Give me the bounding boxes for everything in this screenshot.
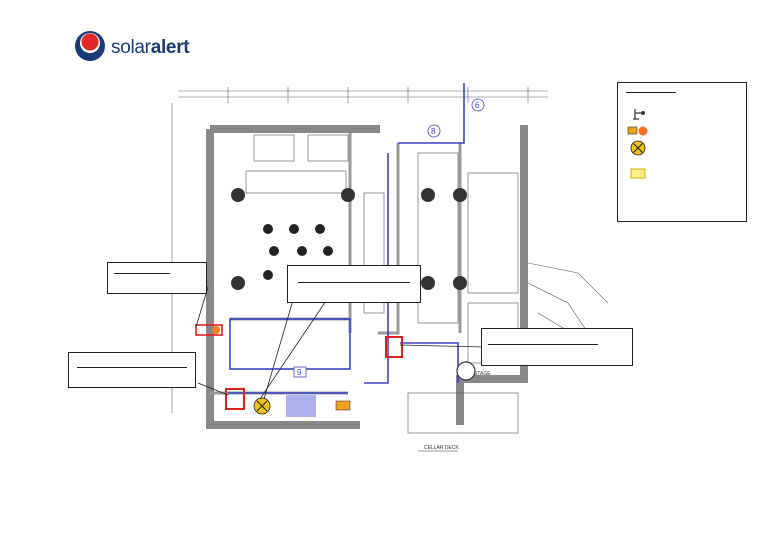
outer-walls (206, 125, 528, 429)
room-number-8: 8 (431, 127, 436, 136)
legend-title-rule (626, 92, 676, 93)
panel-marker (335, 400, 351, 411)
callout-text-line (114, 273, 170, 274)
highlighted-zone (286, 395, 316, 417)
cellar-deck-label: CELLAR DECK (424, 445, 459, 451)
callout-text-line (488, 344, 598, 345)
callout-text-line (77, 367, 187, 368)
logo-mark-icon (75, 31, 105, 61)
callout-right (481, 328, 633, 366)
tank-outline (456, 361, 476, 381)
brand-logo: solaralert (74, 30, 214, 66)
sounder-marker (212, 326, 220, 334)
highlight-box-center (385, 336, 403, 358)
logo-wordmark: solaralert (111, 37, 190, 59)
status-indicator-marker (253, 397, 271, 415)
callout-left-lower (68, 352, 196, 388)
logo-word-bold: alert (150, 37, 190, 58)
detector-icon (633, 109, 645, 120)
status-indicator-icon (630, 140, 646, 156)
panel-icon (630, 168, 646, 179)
logo-word-light: solar (111, 37, 151, 58)
callout-text-line (298, 282, 410, 283)
callout-center (287, 265, 421, 303)
room-number-9: 9 (297, 368, 302, 377)
room-number-6: 6 (475, 101, 480, 110)
legend-panel (617, 82, 747, 222)
stage-label: STAGE (474, 371, 491, 377)
highlight-box-left (195, 324, 223, 336)
callout-left-upper (107, 262, 207, 294)
highlight-box-bottom (225, 388, 245, 410)
inner-walls (210, 133, 462, 395)
sounder-beacon-icon (627, 126, 648, 136)
room-markers (293, 98, 485, 378)
floor-plan: 6 8 9 STAGE CELLAR DECK (171, 83, 608, 452)
